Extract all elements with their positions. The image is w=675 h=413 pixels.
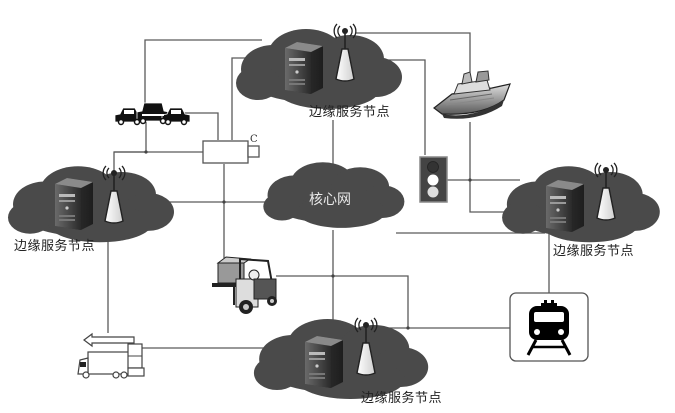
junction-dots <box>144 150 472 330</box>
cars-icon <box>114 102 191 126</box>
camera-icon <box>202 140 260 164</box>
ship-icon <box>433 70 511 119</box>
edge-node-bottom-label: 边缘服务节点 <box>361 391 443 406</box>
connection-lines <box>107 32 550 349</box>
edge-node-top-label: 边缘服务节点 <box>309 105 391 120</box>
server-icon <box>55 178 93 230</box>
arrow-left-icon <box>83 332 135 348</box>
server-icon <box>285 42 323 94</box>
train-icon <box>509 292 589 362</box>
server-icon <box>305 336 343 388</box>
edge-node-top <box>236 23 402 109</box>
server-icon <box>546 180 584 232</box>
link-ship-to-right-cloud <box>469 122 515 213</box>
link-forklift-to-bottom-right <box>276 275 409 328</box>
camera-label: C <box>250 134 258 145</box>
edge-node-right-label: 边缘服务节点 <box>553 244 635 259</box>
edge-node-left-label: 边缘服务节点 <box>14 239 96 254</box>
edge-node-left <box>8 165 174 243</box>
truck-icon <box>77 332 145 379</box>
link-top-cloud-to-cars <box>144 39 262 103</box>
traffic-light-icon <box>419 156 448 203</box>
forklift-icon <box>212 256 277 314</box>
link-top-cloud-to-traffic-light <box>385 59 426 155</box>
core-network-label: 核心网 <box>309 192 351 208</box>
link-cars-to-left-antenna <box>113 122 147 172</box>
edge-node-right <box>502 162 660 243</box>
link-cars-to-camera <box>181 112 219 140</box>
link-top-antenna-to-ship <box>356 32 471 72</box>
